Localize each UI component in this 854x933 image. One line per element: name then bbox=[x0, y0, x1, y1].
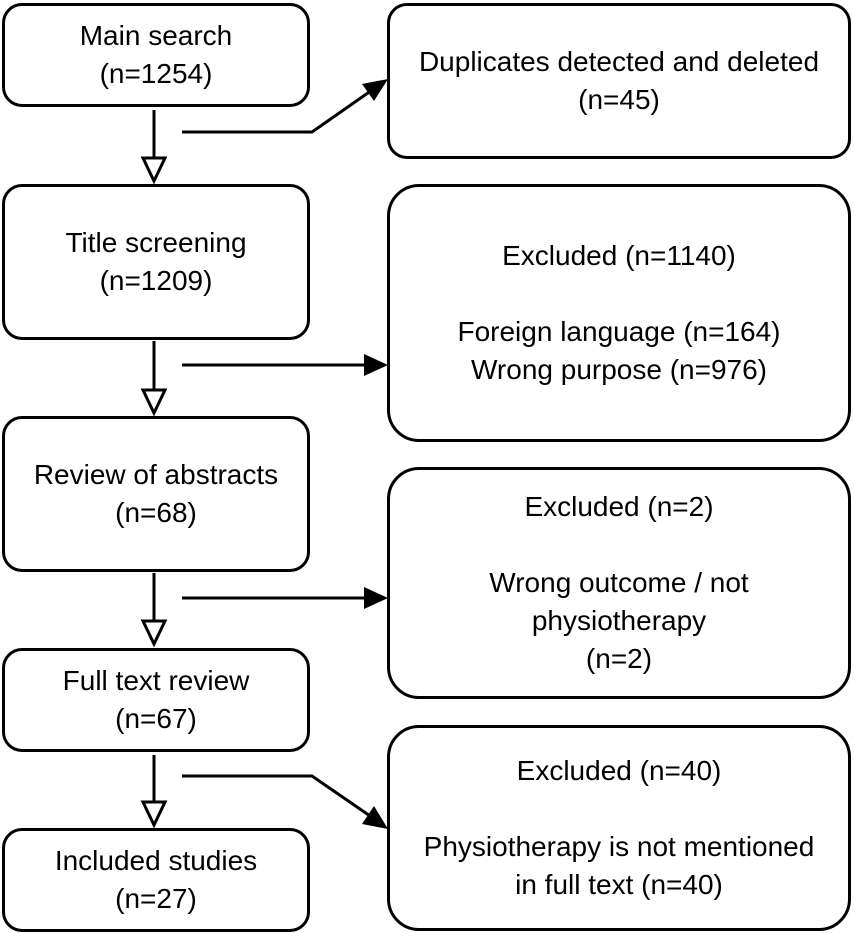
step-main-search: Main search (n=1254) bbox=[2, 3, 310, 107]
step-title: Main search bbox=[79, 20, 233, 51]
exclusion-reason: Foreign language (n=164) bbox=[457, 316, 781, 347]
down-arrow-2 bbox=[140, 341, 168, 417]
exclusion-reason: Wrong outcome / not bbox=[489, 567, 749, 598]
down-arrow-1 bbox=[140, 110, 168, 185]
step-count: (n=68) bbox=[115, 497, 197, 528]
exclusion-arrow-1 bbox=[182, 79, 388, 134]
exclusion-heading: Excluded (n=2) bbox=[524, 491, 714, 522]
down-arrow-4 bbox=[140, 755, 168, 829]
step-count: (n=27) bbox=[115, 883, 197, 914]
exclusion-heading: Excluded (n=40) bbox=[516, 755, 722, 786]
exclusion-full-text: Excluded (n=40) Physiotherapy is not men… bbox=[387, 725, 851, 931]
down-arrow-3 bbox=[140, 573, 168, 648]
step-review-abstracts: Review of abstracts (n=68) bbox=[2, 416, 310, 572]
exclusion-reason: Wrong purpose (n=976) bbox=[471, 354, 767, 385]
step-title: Full text review bbox=[62, 665, 250, 696]
exclusion-count: (n=2) bbox=[585, 643, 653, 674]
exclusion-heading: Excluded (n=1140) bbox=[502, 240, 736, 271]
step-title: Title screening bbox=[65, 227, 247, 258]
step-included-studies: Included studies (n=27) bbox=[2, 828, 310, 932]
step-full-text-review: Full text review (n=67) bbox=[2, 648, 310, 752]
step-count: (n=1254) bbox=[99, 58, 213, 89]
step-title: Included studies bbox=[54, 845, 258, 876]
exclusion-arrow-4 bbox=[182, 774, 388, 829]
step-count: (n=1209) bbox=[99, 265, 213, 296]
step-title-screening: Title screening (n=1209) bbox=[2, 184, 310, 340]
exclusion-abstracts: Excluded (n=2) Wrong outcome / not physi… bbox=[387, 467, 851, 699]
exclusion-count: (n=45) bbox=[578, 84, 660, 115]
step-title: Review of abstracts bbox=[33, 459, 279, 490]
exclusion-title-screening: Excluded (n=1140) Foreign language (n=16… bbox=[387, 184, 851, 442]
step-count: (n=67) bbox=[115, 703, 197, 734]
exclusion-reason: Physiotherapy is not mentioned bbox=[423, 831, 815, 862]
exclusion-arrow-2 bbox=[182, 354, 388, 376]
exclusion-label: Duplicates detected and deleted bbox=[418, 46, 820, 77]
exclusion-arrow-3 bbox=[182, 587, 388, 609]
exclusion-reason: in full text (n=40) bbox=[515, 869, 723, 900]
exclusion-reason: physiotherapy bbox=[531, 605, 707, 636]
exclusion-duplicates: Duplicates detected and deleted (n=45) bbox=[387, 3, 851, 159]
